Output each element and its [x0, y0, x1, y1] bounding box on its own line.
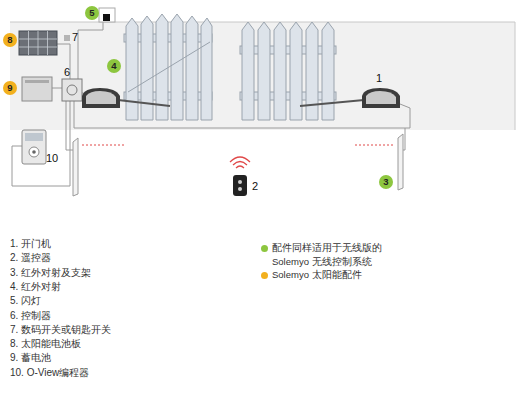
- callout-badge: 9: [3, 81, 17, 95]
- key-switch: [64, 35, 70, 41]
- gate-opener: [82, 88, 400, 108]
- callout-number: 2: [252, 180, 258, 192]
- wall: [10, 22, 515, 130]
- callout-number: 4: [111, 61, 116, 71]
- parts-list-item: 4. 红外对射: [10, 281, 61, 292]
- callout-number: 1: [376, 72, 382, 84]
- callout-number: 3: [383, 177, 388, 187]
- callout-number: 10: [46, 152, 58, 164]
- parts-list-item: 8. 太阳能电池板: [10, 338, 81, 349]
- legend-text: Solemyo 太阳能配件: [272, 268, 400, 282]
- parts-list-item: 9. 蓄电池: [10, 352, 51, 363]
- parts-list-item: 7. 数码开关或钥匙开关: [10, 324, 111, 335]
- programmer: [22, 130, 46, 164]
- solar-panel: [19, 31, 57, 55]
- legend-swatch: [261, 272, 268, 279]
- left-gate: [124, 14, 212, 120]
- callout-badge: 8: [3, 33, 17, 47]
- parts-list-item: 3. 红外对射及支架: [10, 267, 91, 278]
- legend-swatch: [261, 245, 268, 252]
- callout-badge: 5: [85, 6, 99, 20]
- parts-list-item: 6. 控制器: [10, 310, 51, 321]
- photocell-post: [73, 134, 403, 196]
- callout-number: 6: [64, 66, 70, 78]
- parts-list-item: 1. 开门机: [10, 238, 51, 249]
- callout-badge: 3: [379, 175, 393, 189]
- control-unit: [62, 79, 82, 101]
- callout-number: 8: [7, 35, 12, 45]
- remote-control: [230, 157, 250, 196]
- infrared-beam: [82, 145, 394, 146]
- parts-list-item: 2. 遥控器: [10, 252, 51, 263]
- flash-light: [99, 8, 115, 22]
- callout-number: 5: [89, 8, 94, 18]
- battery: [22, 77, 52, 101]
- callout-number: 7: [72, 31, 78, 43]
- legend-text: 配件同样适用于无线版的 Solemyo 无线控制系统: [272, 241, 400, 269]
- callout-badge: 4: [107, 59, 121, 73]
- callout-number: 9: [7, 83, 12, 93]
- parts-list-item: 10. O-View编程器: [10, 367, 89, 378]
- parts-list-item: 5. 闪灯: [10, 295, 41, 306]
- right-gate: [240, 22, 336, 120]
